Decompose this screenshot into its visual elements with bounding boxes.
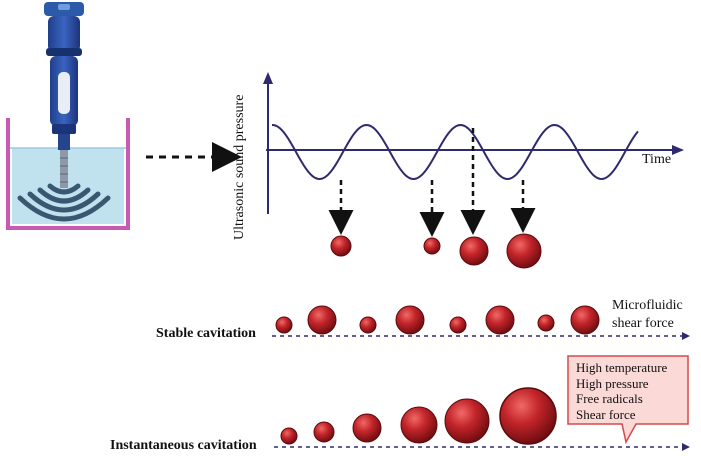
callout-item: High pressure xyxy=(576,375,649,391)
x-axis-label: Time xyxy=(642,152,672,167)
stable-bubbles xyxy=(275,305,600,335)
sonicator-probe-icon xyxy=(44,2,84,188)
callout-item: Free radicals xyxy=(576,391,643,406)
microfluidic-label-line: shear force xyxy=(612,316,674,331)
bubble xyxy=(400,406,438,444)
ultrasound-wave-icon xyxy=(17,183,111,222)
beaker-outline xyxy=(6,118,130,230)
bubble xyxy=(423,237,441,255)
microfluidic-label-line: Microfluidic xyxy=(612,298,683,313)
bubble xyxy=(449,316,467,334)
bubble-arrows xyxy=(328,128,536,237)
bubble xyxy=(537,314,555,332)
pressure-time-graph xyxy=(263,72,684,214)
bubble xyxy=(313,421,335,443)
microfluidic-label: Microfluidic shear force xyxy=(612,297,683,333)
bubble xyxy=(275,316,293,334)
bubble xyxy=(395,305,425,335)
bubble xyxy=(307,305,337,335)
bubble xyxy=(330,235,352,257)
bubble xyxy=(485,305,515,335)
callout-item: Shear force xyxy=(576,406,636,422)
graph-bubbles xyxy=(330,233,542,269)
bubble xyxy=(280,427,298,445)
bubble xyxy=(499,387,557,445)
bubble xyxy=(570,305,600,335)
instantaneous-cavitation-label: Instantaneous cavitation xyxy=(110,438,257,453)
bubble xyxy=(352,413,382,443)
y-axis-label: Ultrasonic sound pressure xyxy=(232,94,247,240)
stable-cavitation-label: Stable cavitation xyxy=(156,326,256,341)
instantaneous-bubbles xyxy=(280,387,557,445)
bubble xyxy=(444,398,490,444)
callout-box xyxy=(567,355,689,445)
bubble xyxy=(459,236,489,266)
callout-text: High temperature High pressure Free radi… xyxy=(576,360,667,422)
sonicator-beaker xyxy=(6,2,130,230)
bubble xyxy=(506,233,542,269)
bubble xyxy=(359,316,377,334)
callout-item: High temperature xyxy=(576,360,668,375)
pressure-wave xyxy=(271,124,639,180)
